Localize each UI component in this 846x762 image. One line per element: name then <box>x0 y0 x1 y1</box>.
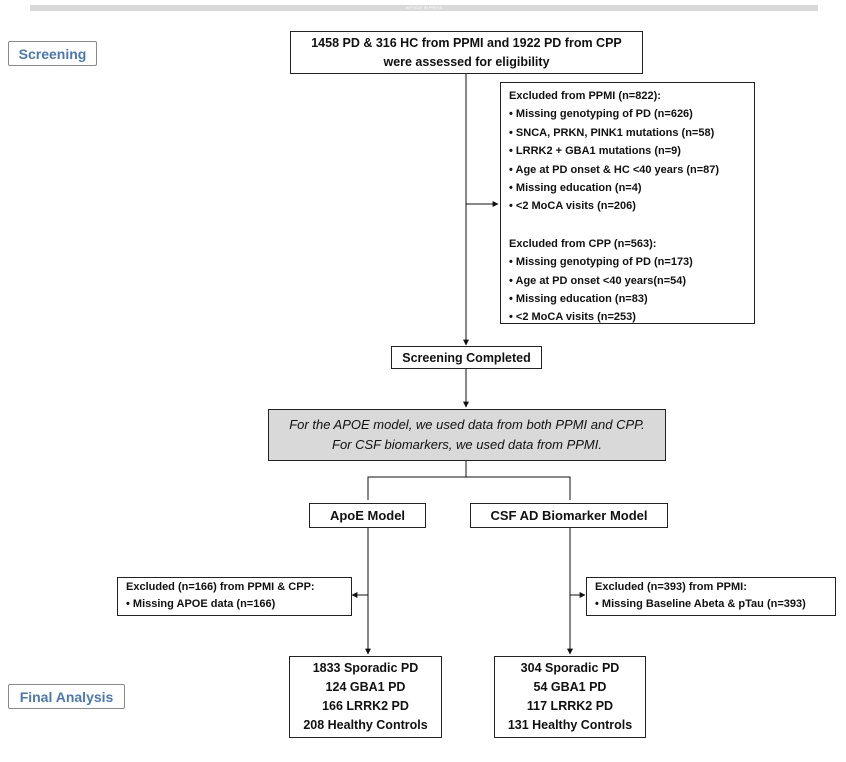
final-count: 166 LRRK2 PD <box>322 699 409 713</box>
exclusion-item: • Missing APOE data (n=166) <box>126 598 276 610</box>
stage-label-final-analysis: Final Analysis <box>8 684 125 709</box>
exclusion-item: • Missing genotyping of PD (n=173) <box>509 256 693 269</box>
assessed-line: were assessed for eligibility <box>383 54 550 69</box>
list-spacer <box>509 216 748 235</box>
exclusion-title-csf: Excluded (n=393) from PPMI: <box>595 581 747 593</box>
stage-label-screening: Screening <box>8 41 97 66</box>
header-bar: ARTICLE IN PRESS <box>30 5 818 11</box>
final-apoe-box: 1833 Sporadic PD 124 GBA1 PD 166 LRRK2 P… <box>289 656 442 738</box>
final-count: 304 Sporadic PD <box>520 661 620 675</box>
exclusion-item: • <2 MoCA visits (n=206) <box>509 200 636 213</box>
final-count: 117 LRRK2 PD <box>526 699 614 713</box>
excluded-apoe-box: Excluded (n=166) from PPMI & CPP: • Miss… <box>117 577 352 616</box>
screening-completed-box: Screening Completed <box>391 346 542 369</box>
final-csf-box: 304 Sporadic PD 54 GBA1 PD 117 LRRK2 PD … <box>494 656 646 738</box>
exclusion-item: • Missing education (n=83) <box>509 293 648 306</box>
final-count: 131 Healthy Controls <box>507 718 633 732</box>
excluded-initial-box: Excluded from PPMI (n=822): • Missing ge… <box>500 82 755 324</box>
flow-line-note-split <box>367 476 571 500</box>
final-count: 54 GBA1 PD <box>533 680 607 694</box>
exclusion-title-ppmi: Excluded from PPMI (n=822): <box>509 90 661 102</box>
note-line: For the APOE model, we used data from bo… <box>289 417 645 432</box>
final-count: 208 Healthy Controls <box>303 718 428 732</box>
csf-model-box: CSF AD Biomarker Model <box>470 503 668 528</box>
final-count: 1833 Sporadic PD <box>312 661 419 675</box>
exclusion-item: • Missing genotyping of PD (n=626) <box>509 108 693 121</box>
exclusion-item: • Age at PD onset & HC <40 years (n=87) <box>509 163 720 176</box>
data-source-note: For the APOE model, we used data from bo… <box>268 409 666 461</box>
note-line: For CSF biomarkers, we used data from PP… <box>332 437 602 452</box>
final-count: 124 GBA1 PD <box>325 680 406 694</box>
exclusion-item: • SNCA, PRKN, PINK1 mutations (n=58) <box>509 126 715 139</box>
excluded-csf-box: Excluded (n=393) from PPMI: • Missing Ba… <box>586 577 836 616</box>
exclusion-title-apoe: Excluded (n=166) from PPMI & CPP: <box>126 581 315 593</box>
exclusion-item: • Missing Baseline Abeta & pTau (n=393) <box>595 598 806 610</box>
header-caption: ARTICLE IN PRESS <box>405 5 443 10</box>
assessed-line: 1458 PD & 316 HC from PPMI and 1922 PD f… <box>311 35 622 50</box>
exclusion-item: • <2 MoCA visits (n=253) <box>509 311 636 324</box>
assessed-box: 1458 PD & 316 HC from PPMI and 1922 PD f… <box>290 31 643 74</box>
exclusion-item: • LRRK2 + GBA1 mutations (n=9) <box>509 145 681 158</box>
exclusion-title-cpp: Excluded from CPP (n=563): <box>509 237 657 250</box>
exclusion-item: • Age at PD onset <40 years(n=54) <box>509 274 687 287</box>
apoe-model-box: ApoE Model <box>309 503 426 528</box>
exclusion-item: • Missing education (n=4) <box>509 182 642 195</box>
